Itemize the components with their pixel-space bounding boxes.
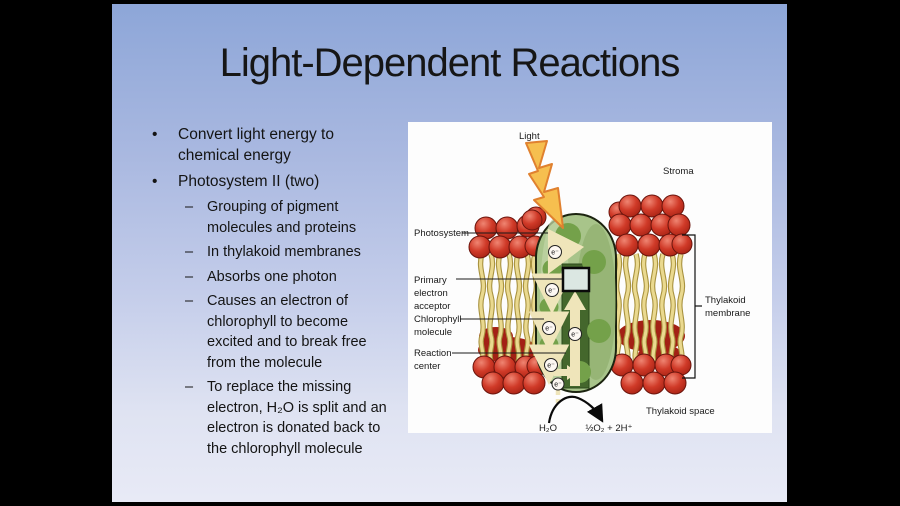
electron-symbol: e⁻: [571, 332, 579, 339]
chlorophyll-label-line1: Chlorophyll: [414, 314, 462, 325]
list-item: – Causes an electron of chlorophyll to b…: [185, 291, 444, 373]
reaction-center-label-line2: center: [414, 361, 440, 372]
presentation-slide: Light-Dependent Reactions • Convert ligh…: [112, 4, 787, 502]
thylakoid-membrane-label-line1: Thylakoid: [705, 295, 746, 306]
bullet-marker: •: [152, 126, 158, 143]
bullet-marker: –: [185, 268, 194, 285]
bullet-marker: •: [152, 173, 158, 190]
bullet-text: In thylakoid membranes: [207, 244, 361, 260]
bullet-marker: –: [185, 293, 194, 309]
electron-symbol: e⁻: [551, 250, 559, 257]
primary-acceptor-label-line3: acceptor: [414, 301, 450, 312]
electron-markers: e⁻ e⁻ e⁻ e⁻ e⁻ e⁻: [542, 245, 582, 391]
list-item: – In thylakoid membranes: [185, 242, 444, 263]
label-pointer-lines: [452, 232, 566, 354]
thylakoid-space-label: Thylakoid space: [646, 406, 715, 417]
light-bolt-icon: [525, 140, 564, 229]
primary-acceptor-label-line1: Primary: [414, 275, 447, 286]
water-label: H₂O: [539, 423, 557, 433]
water-splitting-arrow: [547, 395, 604, 424]
photosystem-label: Photosystem: [414, 228, 469, 239]
electron-symbol: e⁻: [545, 326, 553, 333]
stroma-label: Stroma: [663, 166, 694, 177]
oxygen-label: ½O₂ + 2H⁺: [586, 423, 633, 433]
bullet-text: Grouping of pigment molecules and protei…: [207, 199, 357, 236]
bullet-text: Causes an electron of chlorophyll to bec…: [207, 293, 367, 371]
list-item: – To replace the missing electron, H₂O i…: [185, 377, 444, 459]
photosystem-diagram-figure: e⁻ e⁻ e⁻ e⁻ e⁻ e⁻: [414, 131, 750, 433]
bullet-text: Absorbs one photon: [207, 268, 337, 285]
primary-electron-acceptor-box: [561, 266, 591, 293]
bullet-text: Photosystem II (two): [178, 173, 320, 190]
electron-symbol: e⁻: [554, 382, 562, 389]
electron-symbol: e⁻: [548, 288, 556, 295]
thylakoid-membrane-label-line2: membrane: [705, 308, 750, 319]
bullet-text: To replace the missing electron, H₂O is …: [207, 379, 387, 457]
bullet-list: • Convert light energy to chemical energ…: [152, 124, 444, 463]
bullet-marker: –: [185, 379, 194, 395]
list-item: • Convert light energy to chemical energ…: [152, 124, 444, 166]
electron-to-reaction-center-arrow: [554, 365, 578, 380]
electron-symbol: e⁻: [547, 363, 555, 370]
photosystem-complex: e⁻ e⁻ e⁻ e⁻ e⁻ e⁻: [528, 213, 617, 403]
bullet-marker: –: [185, 199, 194, 215]
chlorophyll-label-line2: molecule: [414, 327, 452, 338]
bullet-marker: –: [185, 244, 194, 260]
list-item: – Absorbs one photon: [185, 267, 444, 288]
page-title: Light-Dependent Reactions: [219, 41, 681, 85]
list-item: • Photosystem II (two): [152, 171, 444, 192]
light-label: Light: [519, 131, 540, 142]
thylakoid-diagram: e⁻ e⁻ e⁻ e⁻ e⁻ e⁻: [408, 122, 772, 433]
primary-acceptor-label-line2: electron: [414, 288, 448, 299]
list-item: – Grouping of pigment molecules and prot…: [185, 197, 444, 238]
reaction-center-label-line1: Reaction: [414, 348, 452, 359]
bullet-text: Convert light energy to chemical energy: [178, 126, 334, 164]
thylakoid-membrane-bracket: [682, 234, 702, 379]
